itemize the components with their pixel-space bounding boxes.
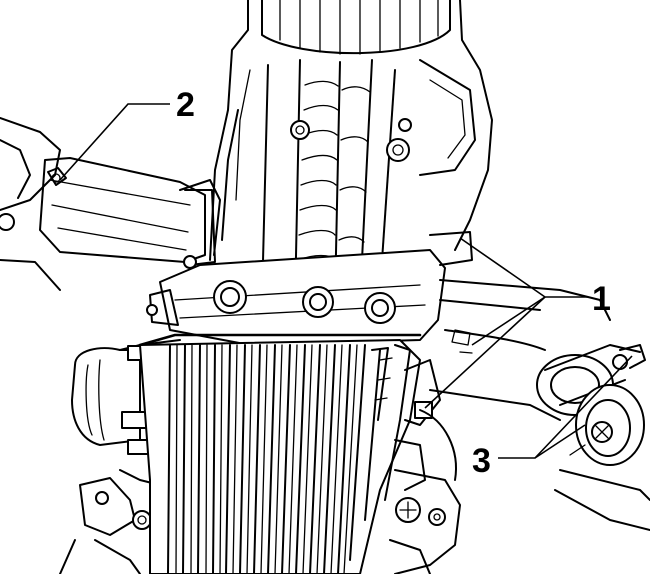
- lower-bolt-icon: [132, 510, 152, 530]
- leader-1b: [471, 296, 546, 346]
- callout-2: 2: [176, 86, 195, 124]
- callout-leaders: [59, 103, 633, 459]
- right-link-arm: [429, 279, 650, 531]
- transmission-housing-upper: [179, 0, 493, 306]
- leader-1c: [424, 296, 546, 409]
- housing-bolt-icon: [386, 138, 410, 162]
- housing-ribs: [297, 80, 371, 261]
- mid-flange: [146, 231, 473, 346]
- housing-bolt-icon: [290, 120, 310, 140]
- leader-2: [59, 103, 170, 181]
- cooling-fins-top: [279, 0, 439, 55]
- callout-1: 1: [592, 280, 611, 318]
- leader-1a: [459, 237, 588, 298]
- leader-3b: [534, 424, 586, 459]
- callout-labels: 2 1 3: [176, 86, 611, 480]
- callout-3: 3: [472, 442, 491, 480]
- lower-right-mount: [389, 409, 461, 574]
- cooler-core: [138, 333, 441, 574]
- cooler-fins: [167, 344, 381, 574]
- left-crossmember: [0, 117, 216, 291]
- pulley-mount: [536, 344, 646, 466]
- mount-nut-icon: [428, 508, 446, 526]
